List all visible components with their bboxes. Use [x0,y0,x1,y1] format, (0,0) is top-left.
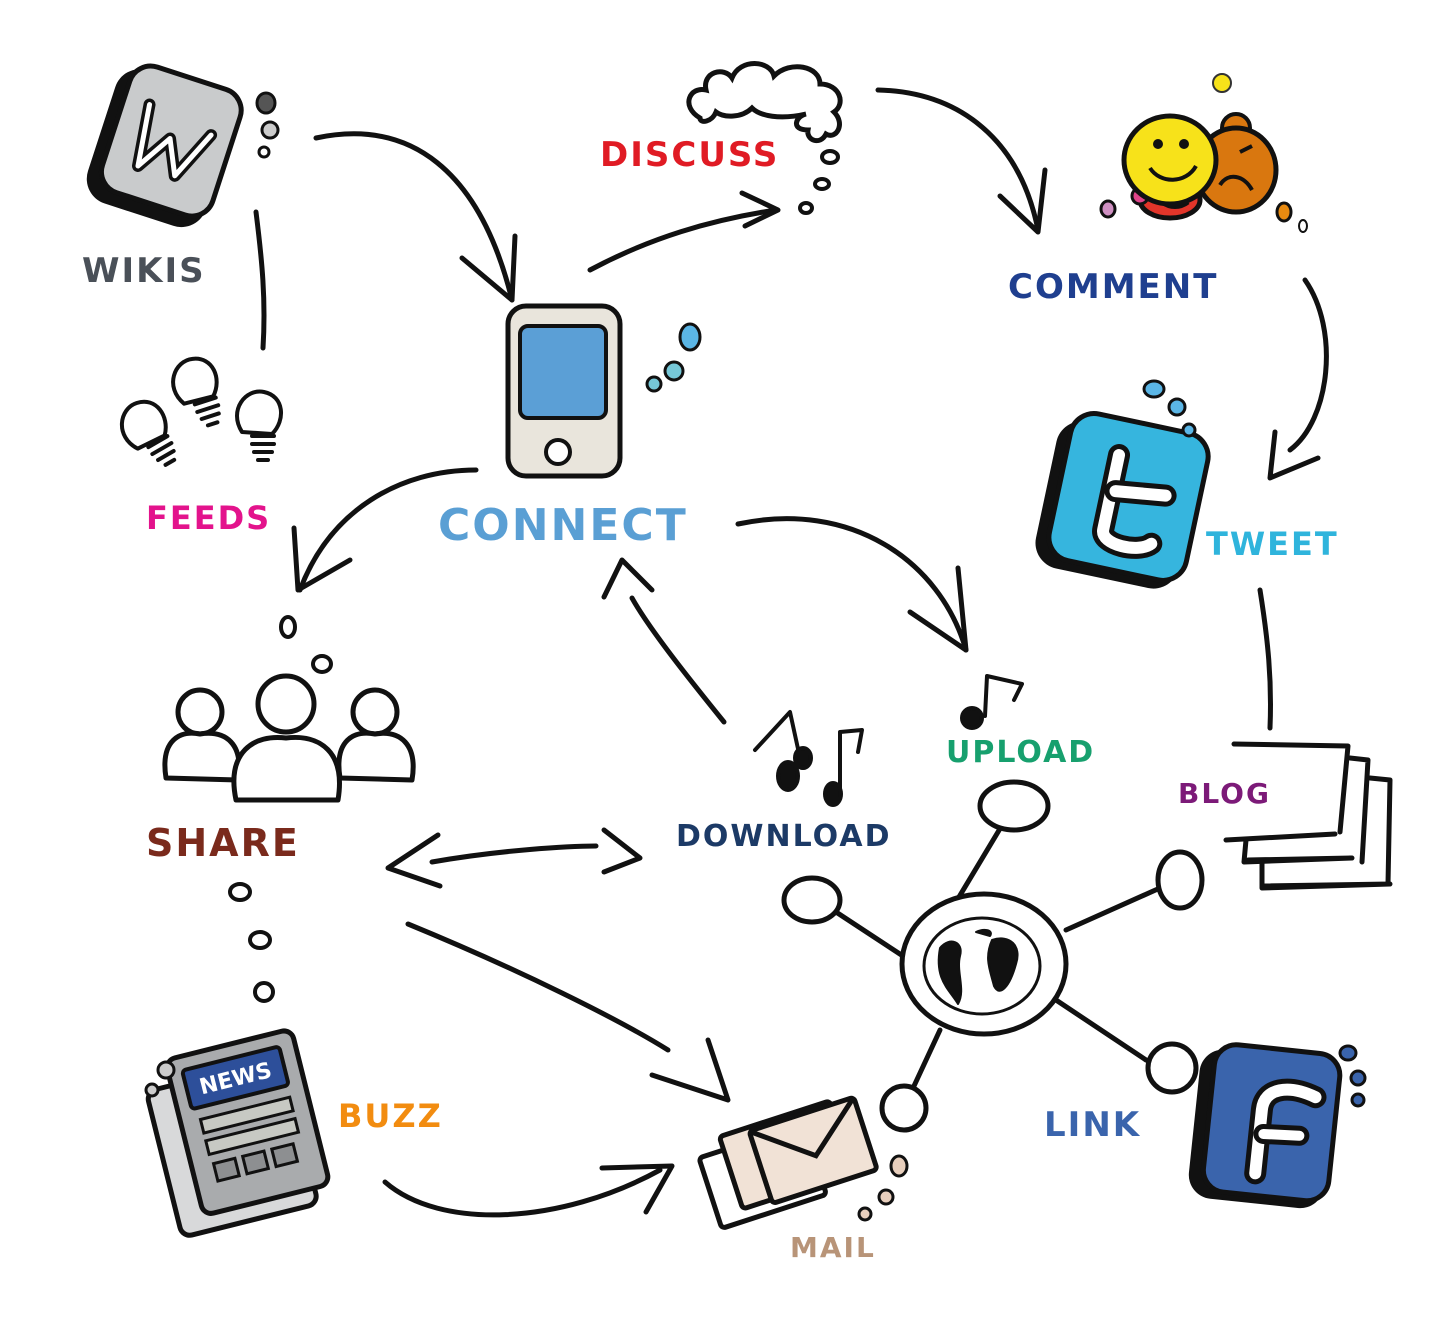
twitter-t-app-icon[interactable] [1031,407,1213,595]
stacked-pages-icon[interactable] [1223,741,1393,891]
bubble-dot [228,882,252,902]
arrow-head-buzz-to-mail [599,1163,675,1215]
label-wikis: WIKIS [82,251,206,291]
arrow-download-to-connect [629,595,727,725]
arrow-head-connect-to-upload [907,565,969,653]
arrow-head-download-end [601,827,643,875]
arrow-connect-to-share [297,467,479,593]
arrow-head-wikis-to-connect [459,233,518,303]
arrow-head-comment-to-tweet [1267,429,1321,481]
label-upload: UPLOAD [946,735,1096,770]
mobile-device-icon[interactable] [505,303,702,479]
tweet-bubbles [1142,379,1197,438]
bubble-dot [253,981,275,1003]
arrow-head-share-end [385,832,443,889]
label-buzz: BUZZ [338,1097,443,1135]
arrow-share-to-mail [405,921,671,1053]
mail-bubbles [857,1154,909,1222]
arrow-comment-to-tweet [1287,277,1329,453]
music-note-icon[interactable] [960,674,1024,730]
group-of-people-icon[interactable] [162,673,416,803]
arrow-connect-to-discuss [587,207,779,273]
envelopes-icon[interactable] [695,1093,880,1230]
music-notes-icon[interactable] [753,710,864,807]
arrow-head-connect-to-share [291,525,353,593]
bubble-dot [248,930,272,950]
bubble-dot [279,615,297,639]
thought-cloud-icon[interactable] [686,61,843,144]
label-blog: BLOG [1178,777,1271,810]
smiley-faces-icon[interactable] [1099,73,1308,233]
label-feeds: FEEDS [146,499,272,537]
label-comment: COMMENT [1008,267,1219,307]
bubble-trails [228,149,840,1003]
label-link: LINK [1044,1105,1142,1145]
wiki-bubbles [255,91,280,159]
arrow-head-discuss-to-comment [997,167,1048,235]
arrow-connect-to-upload [735,516,969,653]
arrow-head-share-to-mail [649,1037,731,1103]
label-connect: CONNECT [438,500,688,551]
arrow-wikis-to-connect [313,131,515,303]
link-bubbles [1338,1044,1367,1108]
globe-network-hub-icon[interactable] [781,779,1205,1133]
label-discuss: DISCUSS [600,135,780,175]
label-mail: MAIL [790,1231,876,1264]
arrow-discuss-to-comment [875,87,1041,233]
label-download: DOWNLOAD [676,819,892,854]
arrow-head-download-to-connect [601,557,655,600]
line-tweet-to-blog [1257,587,1274,731]
bubble-dot [820,149,840,165]
line-wikis-to-feeds [253,209,267,351]
bubble-dot [311,654,333,674]
arrow-head-connect-to-discuss [739,190,781,229]
arrow-buzz-to-mail [382,1167,663,1218]
label-tweet: TWEET [1206,525,1339,563]
label-share: SHARE [146,821,300,865]
facebook-f-app-icon[interactable] [1186,1041,1343,1211]
arrow-share-to-download [429,843,599,865]
connectors [253,87,1329,1218]
bubble-dot [813,177,831,191]
light-bulbs-icon[interactable] [113,353,284,475]
bubble-dot [798,201,814,215]
news-bubbles [144,1060,176,1098]
wiki-w-app-icon[interactable] [80,57,247,235]
newspaper-news-icon[interactable]: NEWS [140,1028,334,1238]
